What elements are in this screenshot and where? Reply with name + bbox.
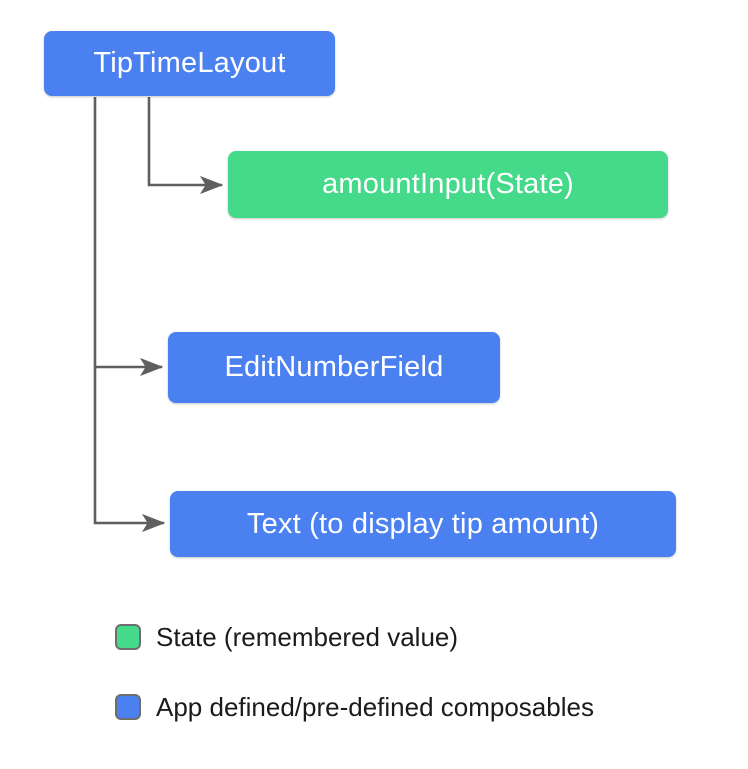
node-amountinput-state-label: amountInput(State) [322, 168, 574, 200]
node-amountinput-state[interactable]: amountInput(State) [228, 151, 668, 218]
edge-root-to-state [147, 97, 224, 195]
edge-root-to-editnumberfield [93, 97, 164, 377]
node-text-display-tip-amount[interactable]: Text (to display tip amount) [170, 491, 676, 557]
legend-item-state: State (remembered value) [115, 624, 458, 650]
legend-item-composables: App defined/pre-defined composables [115, 694, 594, 720]
node-editnumberfield-label: EditNumberField [224, 351, 444, 383]
legend-label-state: State (remembered value) [156, 622, 459, 652]
node-text-display-tip-amount-label: Text (to display tip amount) [246, 507, 600, 540]
edge-root-to-text [93, 367, 166, 533]
legend-swatch-state [115, 624, 141, 650]
node-tiptimelayout[interactable]: TipTimeLayout [44, 31, 335, 96]
node-tiptimelayout-label: TipTimeLayout [93, 47, 286, 79]
legend-label-composables: App defined/pre-defined composables [156, 692, 594, 722]
legend-swatch-composables [115, 694, 141, 720]
node-editnumberfield[interactable]: EditNumberField [168, 332, 500, 403]
